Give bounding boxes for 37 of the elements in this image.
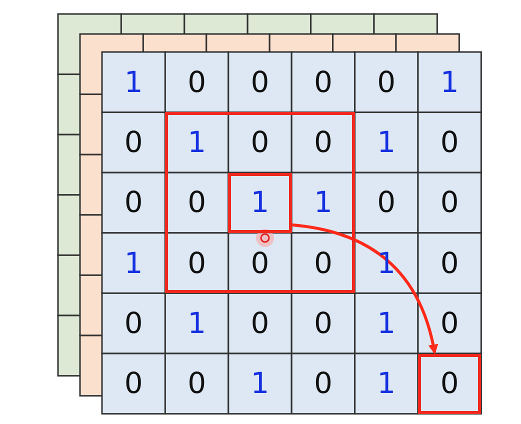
matrix-value: 0 [123,366,144,401]
matrix-value: 0 [376,186,397,220]
matrix-value: 0 [312,306,334,340]
matrix-value: 0 [250,125,270,160]
matrix-value: 0 [250,246,270,280]
arrow [291,223,438,354]
matrix-value: 0 [186,366,208,401]
matrix-value: 1 [123,65,144,100]
matrix-value: 0 [376,65,397,100]
matrix-value: 0 [186,186,208,220]
matrix-value: 0 [123,125,144,160]
matrix-value: 1 [186,125,208,160]
matrix-value: 0 [186,246,208,280]
matrix-value: 0 [439,186,460,220]
matrix-value: 0 [439,306,460,340]
matrix-value: 1 [123,246,144,280]
matrix-value: 0 [439,246,460,280]
matrix-value: 0 [250,306,270,340]
matrix-value: 1 [186,306,208,340]
matrix-value: 1 [376,366,397,401]
matrix-value: 1 [439,65,460,100]
highlighted-value: 1 [228,172,292,233]
matrix-value: 1 [312,186,334,220]
matrix-value: 0 [123,186,144,220]
matrix-value: 0 [250,65,270,100]
highlighted-value: 0 [418,354,482,414]
matrix-value: 1 [376,306,397,340]
matrix-value: 0 [312,125,334,160]
window-frame [165,112,355,294]
matrix-value: 0 [439,125,460,160]
matrix-value: 0 [186,65,208,100]
matrix-value: 0 [123,306,144,340]
matrix-value: 0 [312,65,334,100]
matrix-value: 1 [376,125,397,160]
matrix-value: 0 [312,366,334,401]
matrix-value: 1 [250,366,270,401]
matrix-value: 0 [312,246,334,280]
